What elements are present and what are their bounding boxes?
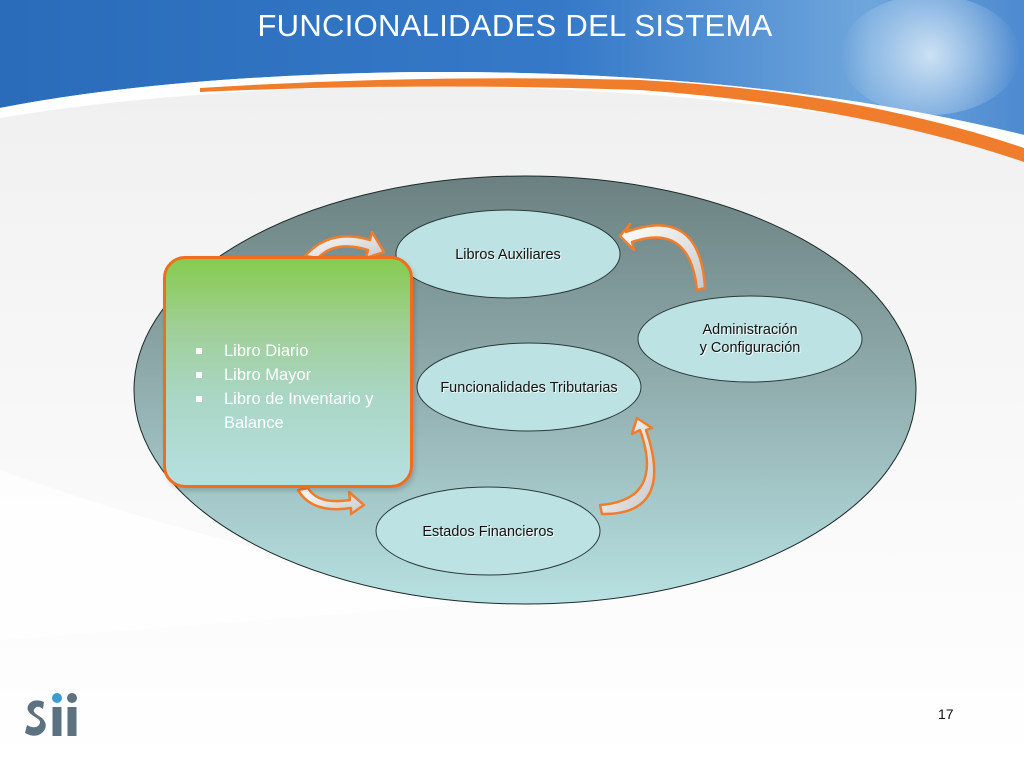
label-administracion-line2: y Configuración: [699, 340, 801, 356]
header-band: [0, 0, 1024, 135]
arrow-estados-to-tributarias: [598, 416, 656, 516]
label-estados-financieros: Estados Financieros: [422, 524, 554, 540]
arrow-admin-to-libros: [618, 222, 707, 292]
sii-logo: [25, 693, 77, 736]
square-bullet-icon: [196, 396, 202, 402]
slide-title: FUNCIONALIDADES DEL SISTEMA: [257, 8, 773, 43]
square-bullet-icon: [196, 348, 202, 354]
list-item: Libro de Inventario y Balance: [194, 387, 414, 435]
label-libros-auxiliares: Libros Auxiliares: [455, 247, 561, 263]
label-funcionalidades-tributarias: Funcionalidades Tributarias: [440, 380, 618, 396]
node-administracion: [637, 295, 863, 383]
arrow-callout-bottom: [296, 486, 366, 516]
libros-list: Libro Diario Libro Mayor Libro de Invent…: [194, 339, 414, 435]
node-libros-auxiliares: [395, 209, 621, 299]
page-number: 17: [938, 706, 954, 722]
arrow-callout-top: [303, 230, 386, 260]
list-item-label: Libro Diario: [224, 342, 309, 360]
square-bullet-icon: [196, 372, 202, 378]
libros-callout-box: Libro Diario Libro Mayor Libro de Invent…: [163, 256, 413, 488]
list-item: Libro Mayor: [194, 363, 414, 387]
header-orange-stripe: [200, 78, 1024, 162]
label-administracion-line1: Administración: [702, 322, 798, 338]
background-swoosh: [0, 470, 520, 640]
node-estados-financieros: [375, 486, 601, 576]
list-item-label: Libro de Inventario y Balance: [224, 390, 374, 432]
header-glow: [840, 0, 1020, 115]
list-item-label: Libro Mayor: [224, 366, 312, 384]
node-funcionalidades-tributarias: [416, 342, 642, 432]
list-item: Libro Diario: [194, 339, 414, 363]
